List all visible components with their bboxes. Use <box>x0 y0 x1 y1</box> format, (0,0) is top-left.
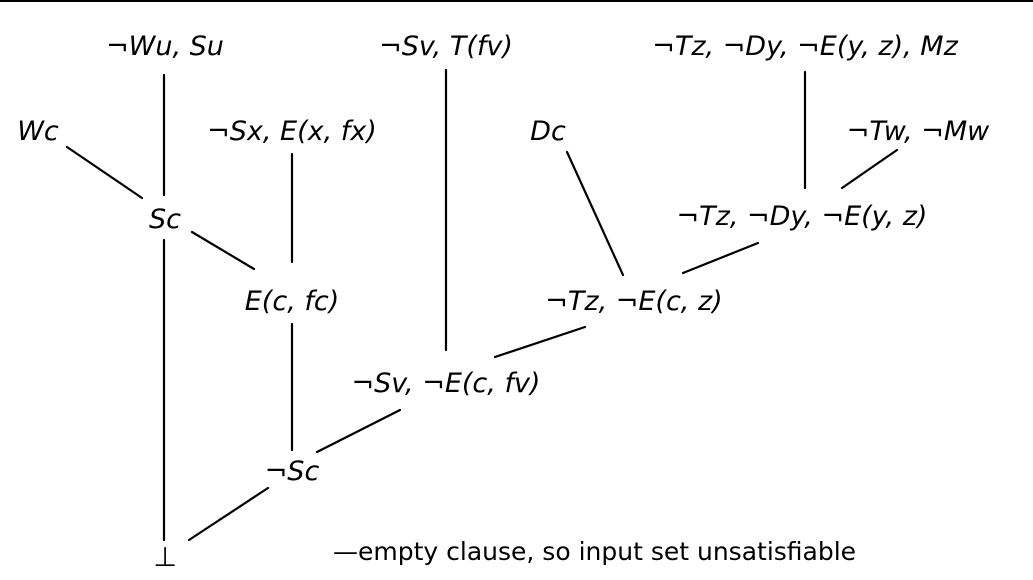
edge-sc-to-ecfc <box>190 230 256 271</box>
clause-not-sv-tfv: ¬Sv, T(fv) <box>379 31 513 62</box>
edge-nsc-to-bottom <box>187 486 270 542</box>
clause-not-tw-mw: ¬Tw, ¬Mw <box>847 116 990 147</box>
edge-sv-ecfv-to-nsc <box>315 408 402 454</box>
clause-sc: Sc <box>149 204 181 235</box>
clause-not-sc: ¬Sc <box>265 456 320 487</box>
tree-edges <box>65 68 899 542</box>
clause-ecfc: E(c, fc) <box>245 286 340 317</box>
empty-clause-caption: —empty clause, so input set unsatisfiabl… <box>333 537 856 566</box>
edge-wc-to-sc <box>65 145 144 200</box>
edge-tz-ecz-to-sv-ecfv <box>493 325 587 359</box>
clause-not-sx-exfx: ¬Sx, E(x, fx) <box>207 116 377 147</box>
clause-nodes: ¬Wu, Su Wc Sc ¬Sx, E(x, fx) E(c, fc) ¬Sv… <box>17 31 990 573</box>
clause-not-tz-dy-eyz-mz: ¬Tz, ¬Dy, ¬E(y, z), Mz <box>652 31 958 62</box>
clause-not-tz-dy-eyz: ¬Tz, ¬Dy, ¬E(y, z) <box>677 201 928 232</box>
clause-not-wu-su: ¬Wu, Su <box>106 31 224 62</box>
clause-dc: Dc <box>530 116 566 147</box>
clause-not-tz-ecz: ¬Tz, ¬E(c, z) <box>545 286 722 317</box>
edge-tz-dy-eyz-to-tz-ecz <box>681 241 760 275</box>
edge-dc-to-tz-ecz <box>565 150 625 277</box>
clause-wc: Wc <box>17 116 59 147</box>
clause-empty-bottom: ⊥ <box>153 542 177 573</box>
clause-not-sv-ecfv: ¬Sv, ¬E(c, fv) <box>352 368 541 399</box>
edge-tw-mw-to-tz-dy-eyz <box>840 148 899 190</box>
